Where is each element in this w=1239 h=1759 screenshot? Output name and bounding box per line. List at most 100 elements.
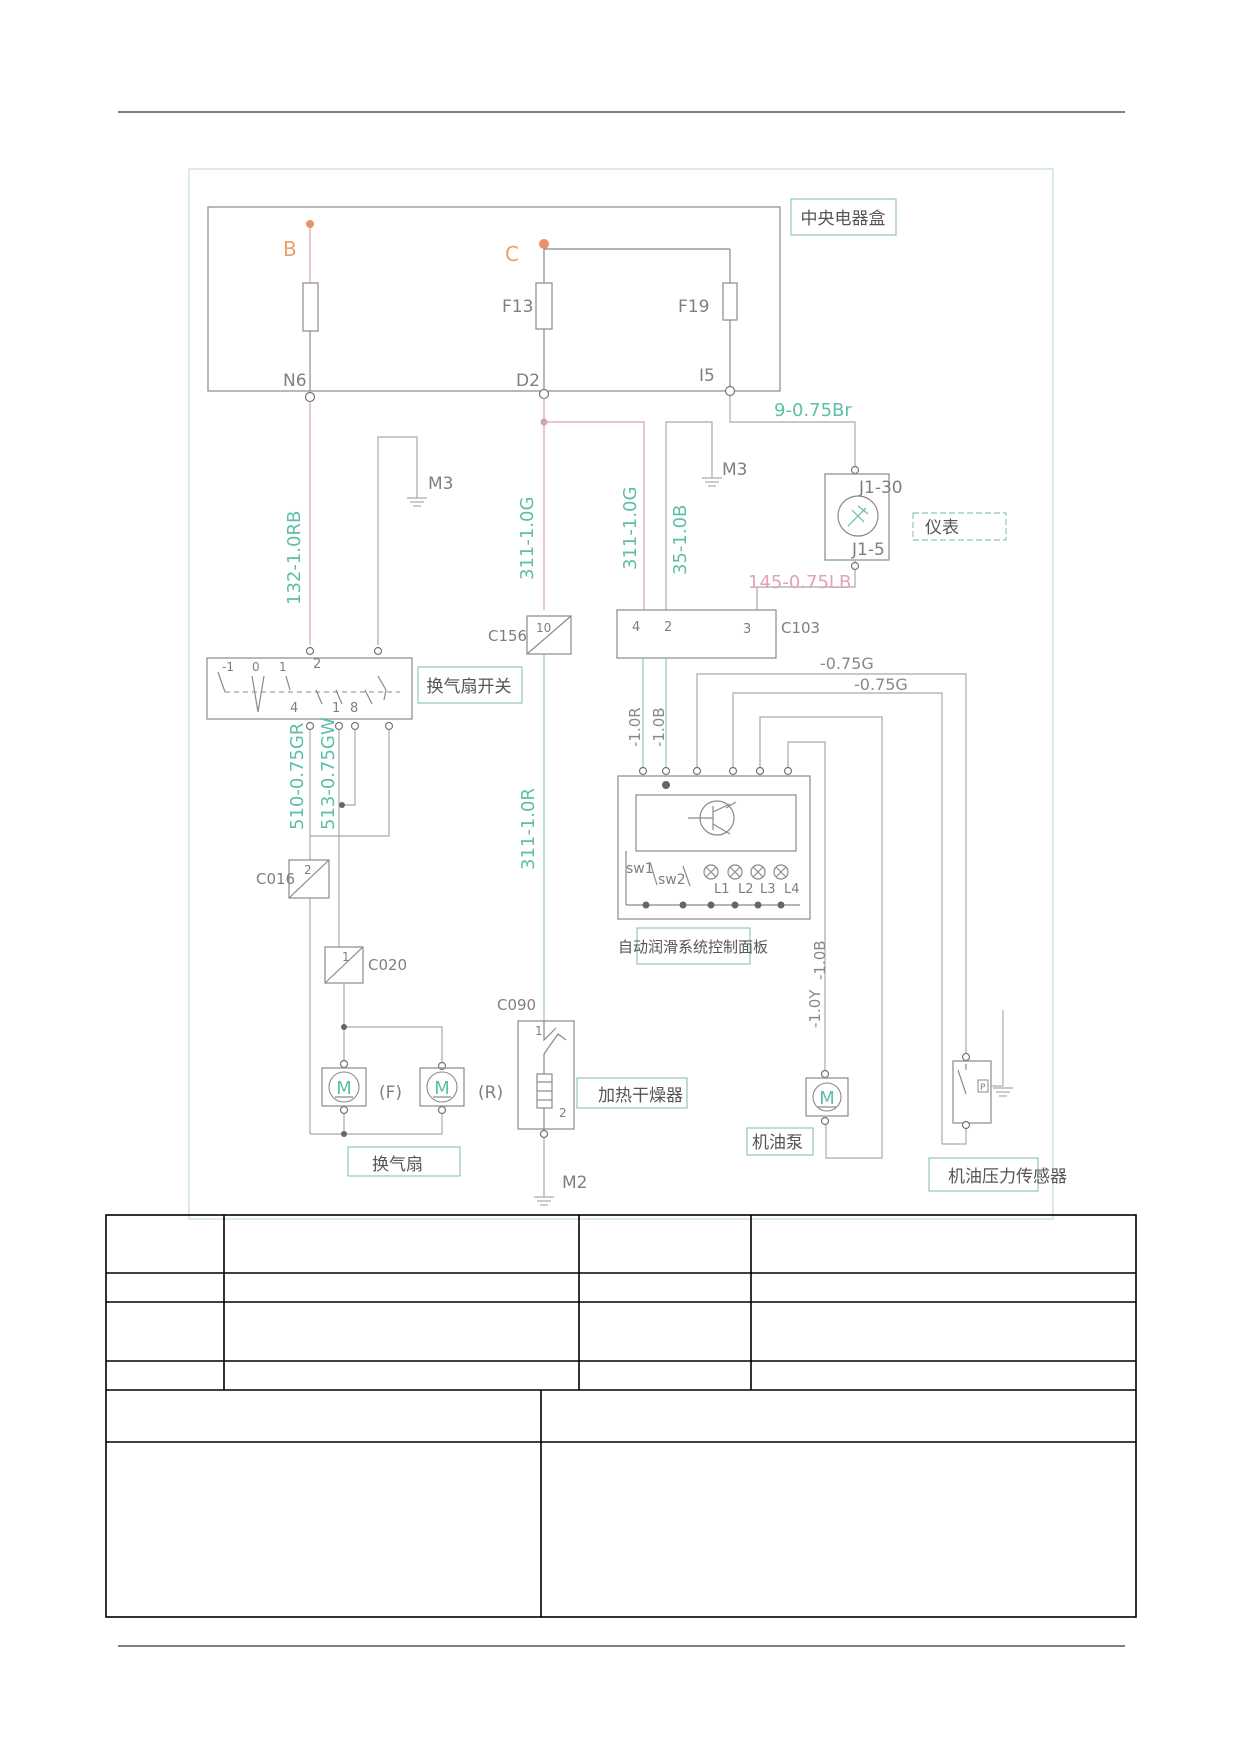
lamp-l3-label: L3 [760,882,776,897]
wire-311b-label: 311-1.0G [620,487,641,570]
wire-10r-label: -1.0R [626,707,644,747]
source-c-terminal [539,239,549,249]
pin-d2-label: D2 [516,371,540,391]
motor-r-label: (R) [478,1083,503,1103]
fuse-f13-label: F13 [502,297,533,317]
c090-label: C090 [497,996,536,1014]
wire-075g-2-label: -0.75G [854,675,908,694]
oil-pump-m: M [819,1088,835,1109]
switch-pin-2: 2 [313,657,321,672]
central-box-label-frame [790,198,897,236]
oil-pump-label: 机油泵 [752,1133,803,1153]
switch-pin-4: 4 [290,701,298,716]
motor-r-m: M [434,1078,450,1099]
wire-513-label: 513-0.75GW [318,717,339,830]
lube-panel-label-frame [636,927,751,965]
c103-pin-2: 2 [664,620,672,635]
switch-contacts-icon [217,671,291,713]
oil-pump-motor [805,1077,849,1117]
fuse-f13 [535,282,553,330]
motor-f-label: (F) [379,1083,402,1103]
c020-label: C020 [368,956,407,974]
panel-sw1: sw1 [626,861,654,877]
wire-9-label: 9-0.75Br [774,400,852,421]
wire-510-label: 510-0.75GR [287,723,308,830]
empty-form-table [105,1214,1137,1618]
heating-dryer [517,1020,575,1130]
wire-145-label: 145-0.75LB [748,572,851,593]
c090-pin-2: 2 [559,1106,567,1120]
ground-m2: M2 [562,1173,587,1193]
motor-f-icon [328,1071,360,1103]
fan-label-frame [347,1146,461,1177]
wire-10y-label: -1.0Y [806,989,824,1028]
diagram-frame [188,168,1054,1220]
dryer-label-frame [576,1077,688,1109]
central-box [207,206,781,392]
source-b-terminal [306,220,314,228]
connector-c156 [526,615,572,655]
gauge-dial-icon [837,495,879,537]
panel-sw2: sw2 [658,872,686,888]
fuse-f19-label: F19 [678,297,709,317]
ground-m3-b: M3 [722,460,747,480]
c103-pin-3: 3 [743,622,751,637]
connector-c016 [288,859,330,899]
c103-label: C103 [781,619,820,637]
lamp-l1-label: L1 [714,882,730,897]
wire-10b-label: -1.0B [650,707,668,747]
thermal-switch-icon [543,1021,567,1055]
ground-m3-a: M3 [428,474,453,494]
wire-132-label: 132-1.0RB [284,511,305,605]
fuse-n6 [302,282,319,332]
switch-pin-1: 1 [332,701,340,716]
connector-c103 [616,609,777,659]
c090-pin-1: 1 [535,1024,543,1038]
gauge-pin-a: J1-30 [858,478,903,498]
wire-10b2-label: -1.0B [811,940,829,980]
pressure-switch-icon [957,1064,967,1095]
c016-label: C016 [256,870,295,888]
wire-35-label: 35-1.0B [670,505,691,575]
fan-switch [206,657,413,720]
fuse-f19 [722,282,738,321]
switch-pos-0: 0 [252,660,260,674]
lamp-l4-icon [773,864,789,880]
pin-i5-node [724,385,736,397]
instrument-gauge [824,473,890,561]
fan-label: 换气扇 [372,1155,423,1175]
c016-pin: 2 [304,863,312,877]
pin-n6-label: N6 [283,371,307,391]
switch-pos-1: 1 [279,660,287,674]
instrument-label-frame [912,512,1007,541]
wire-075g-1-label: -0.75G [820,654,874,673]
switch-pin-8: 8 [350,701,358,716]
lamp-l2-icon [727,864,743,880]
source-c-label: C [505,242,519,266]
pin-i5-label: I5 [699,366,715,386]
source-b-label: B [283,237,297,261]
lamp-l2-label: L2 [738,882,754,897]
lamp-l3-icon [750,864,766,880]
panel-module [635,794,797,852]
motor-f-m: M [336,1078,352,1099]
instrument-label: 仪表 [925,518,959,538]
lube-control-panel [617,775,811,920]
fan-switch-label-frame [417,666,523,704]
dryer-label: 加热干燥器 [598,1086,683,1106]
gauge-pin-b: J1-5 [851,540,885,560]
pin-n6-node [304,391,316,403]
c156-label: C156 [488,627,527,645]
c103-pin-4: 4 [632,620,640,635]
motor-r-icon [426,1071,458,1103]
panel-lamps [703,864,789,880]
svg-text:P: P [980,1083,986,1093]
oil-pressure-sensor [952,1060,992,1124]
pin-d2-node [538,388,550,400]
lamp-l1-icon [703,864,719,880]
wire-311a-label: 311-1.0G [517,497,538,580]
wire-311r-label: 311-1.0R [518,788,539,870]
pressure-sensor-label-frame [928,1157,1039,1192]
